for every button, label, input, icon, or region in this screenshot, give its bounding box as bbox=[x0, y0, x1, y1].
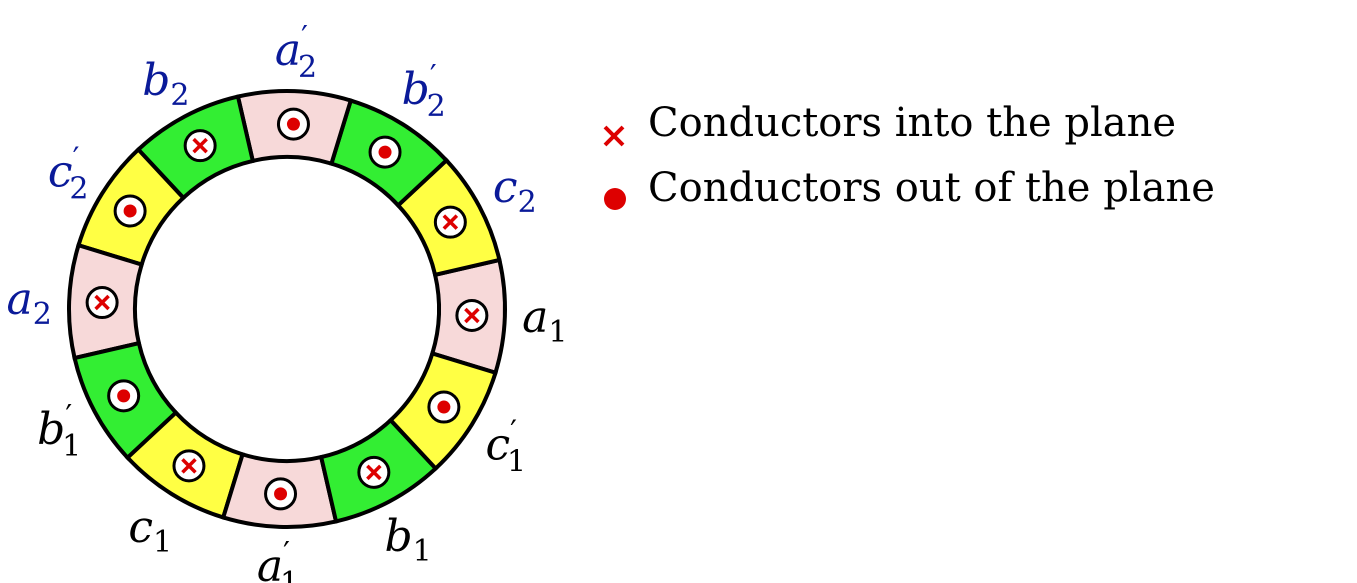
conductor-out-dot bbox=[437, 400, 451, 414]
conductor-out-dot bbox=[117, 389, 131, 403]
conductor-into-cross bbox=[464, 307, 480, 324]
legend-into-label: Conductors into the plane bbox=[648, 100, 1176, 146]
slot bbox=[67, 242, 145, 361]
conductor-into-cross bbox=[192, 137, 208, 154]
slot-label: a2 bbox=[6, 274, 51, 332]
legend-out-marker bbox=[604, 188, 626, 210]
slot bbox=[395, 157, 502, 278]
slot bbox=[387, 350, 498, 472]
slot-labels: a1 c2 b′2 a′2 b2 c′2 a2 b′1 c1 a′1 b1 c′1 bbox=[6, 20, 567, 583]
conductor-into-cross bbox=[94, 294, 110, 311]
conductor-out-dot bbox=[286, 117, 300, 131]
conductor-into-cross bbox=[366, 464, 382, 481]
slot bbox=[72, 340, 179, 461]
legend-out-label: Conductors out of the plane bbox=[648, 165, 1215, 211]
slot-label: c′2 bbox=[48, 141, 89, 206]
slot-label: a′1 bbox=[257, 536, 299, 583]
legend: Conductors into the plane Conductors out… bbox=[603, 100, 1215, 211]
conductor-out-dot bbox=[123, 204, 137, 218]
slot-label: c1 bbox=[128, 502, 172, 560]
conductor-out-dot bbox=[378, 145, 392, 159]
slot-label: b2 bbox=[142, 55, 189, 113]
slot-label: b′2 bbox=[402, 59, 446, 124]
slot bbox=[220, 451, 339, 529]
slot-label: b1 bbox=[384, 511, 431, 569]
slot bbox=[235, 89, 354, 167]
slot-label: b′1 bbox=[37, 399, 81, 464]
conductor-into-cross bbox=[442, 214, 459, 230]
legend-into-marker bbox=[603, 125, 625, 147]
stator-ring bbox=[67, 89, 507, 529]
slot bbox=[76, 146, 187, 268]
conductor-out-dot bbox=[274, 487, 288, 501]
slot-label: c′1 bbox=[486, 415, 527, 480]
slot-label: c2 bbox=[493, 162, 537, 220]
slot-label: a1 bbox=[522, 292, 567, 350]
slot-label: a′2 bbox=[275, 20, 317, 85]
conductor-into-cross bbox=[181, 458, 197, 474]
